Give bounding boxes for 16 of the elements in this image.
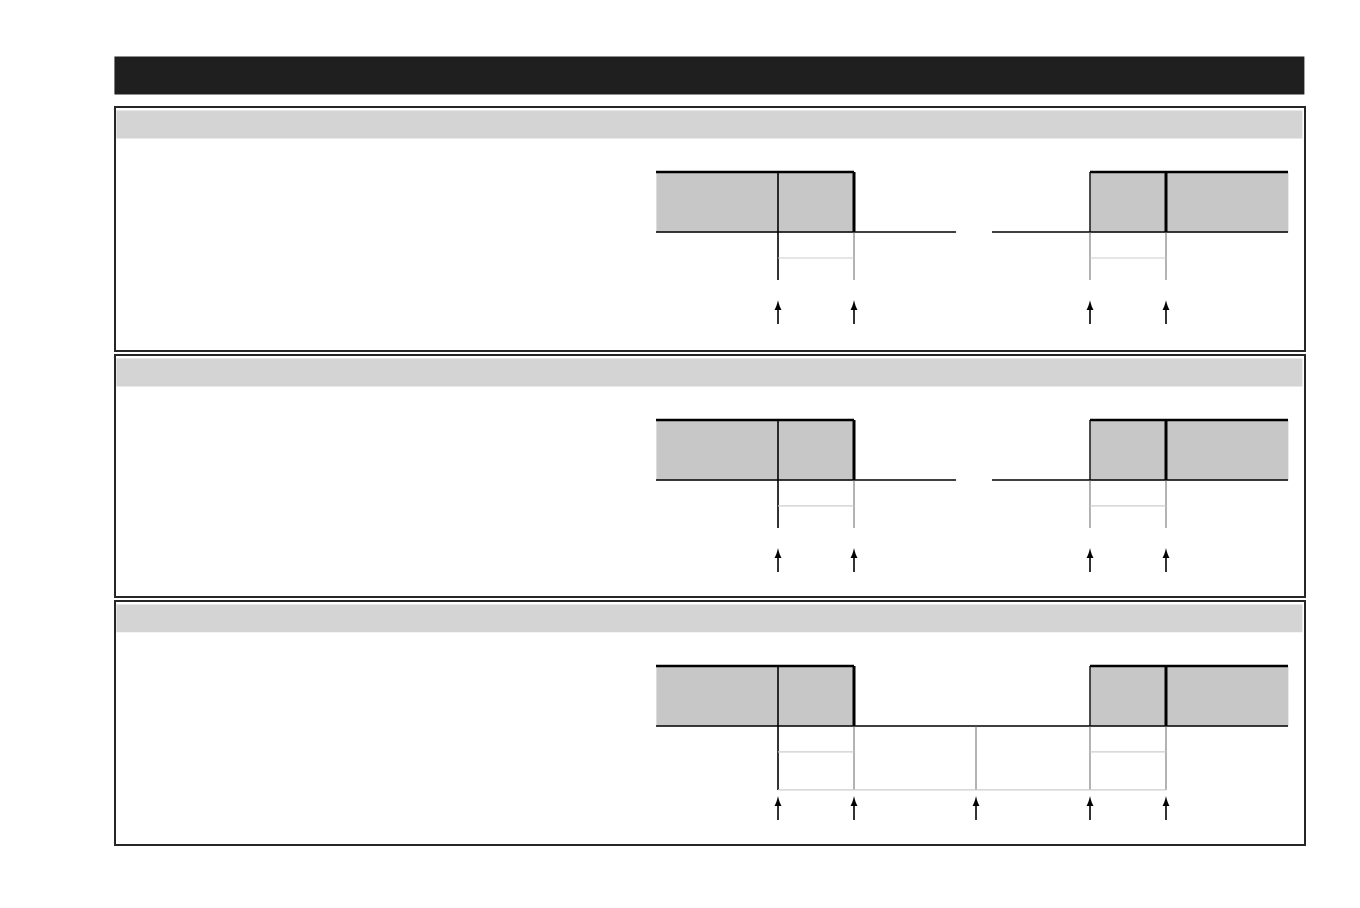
pulse-block: [778, 666, 855, 727]
pulse-block: [1166, 420, 1289, 481]
pulse-block: [1166, 666, 1289, 727]
title-bar: [114, 56, 1305, 95]
header-band: [116, 358, 1303, 387]
pulse-block: [656, 172, 779, 233]
header-band: [116, 110, 1303, 139]
pulse-block: [1090, 666, 1167, 727]
pulse-block: [778, 172, 855, 233]
pulse-block: [1166, 172, 1289, 233]
pulse-block: [656, 666, 779, 727]
header-band: [116, 604, 1303, 633]
pulse-block: [778, 420, 855, 481]
pulse-block: [1090, 420, 1167, 481]
pulse-block: [1090, 172, 1167, 233]
pulse-block: [656, 420, 779, 481]
